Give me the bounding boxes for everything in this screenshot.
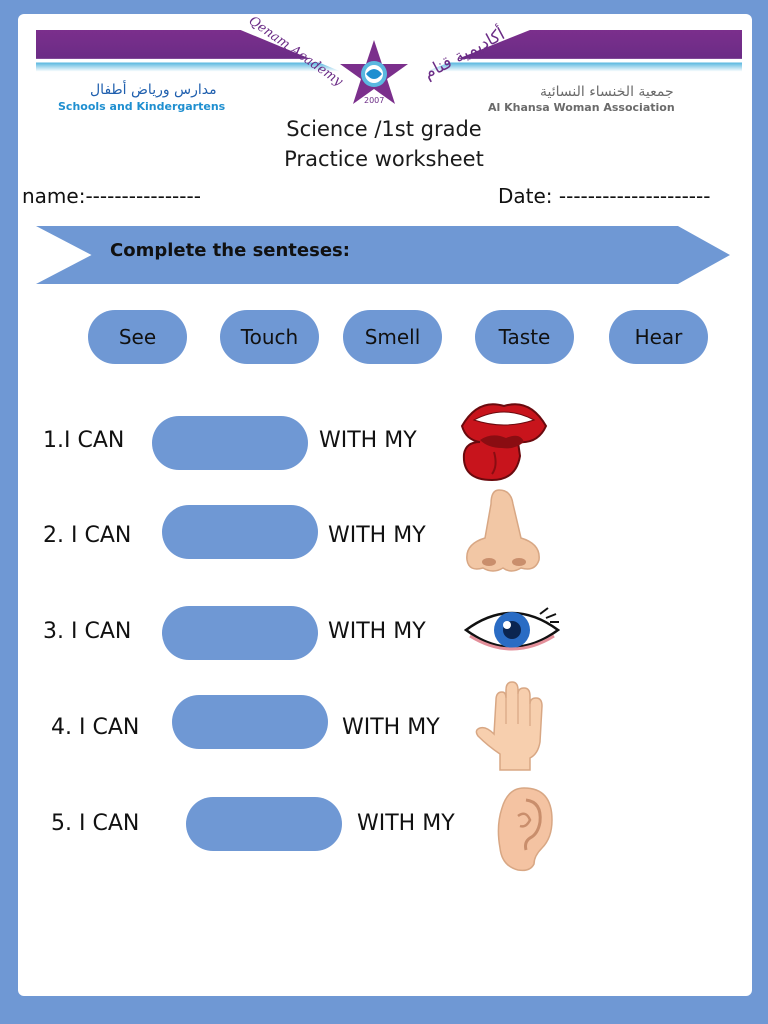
sentence-3-answer-blank[interactable] xyxy=(162,606,318,660)
worksheet-title: Practice worksheet xyxy=(284,147,484,171)
sentence-2-prefix: 2. I CAN xyxy=(43,523,132,548)
name-field[interactable]: name:---------------- xyxy=(22,184,201,208)
sentence-2-answer-blank[interactable] xyxy=(162,505,318,559)
sentence-5-suffix: WITH MY xyxy=(357,811,455,836)
instruction-banner xyxy=(36,226,730,284)
hand-icon xyxy=(475,681,543,771)
sentence-1-answer-blank[interactable] xyxy=(152,416,308,470)
word-bank-hear[interactable]: Hear xyxy=(609,310,708,364)
sentence-4-answer-blank[interactable] xyxy=(172,695,328,749)
date-field[interactable]: Date: --------------------- xyxy=(498,184,711,208)
sentence-4-prefix: 4. I CAN xyxy=(51,715,140,740)
association-name-english: Al Khansa Woman Association xyxy=(488,101,675,114)
school-name-english: Schools and Kindergartens xyxy=(58,100,226,113)
sentence-5-answer-blank[interactable] xyxy=(186,797,342,851)
association-name-arabic: جمعية الخنساء النسائية xyxy=(540,84,674,100)
academy-logo xyxy=(340,40,408,104)
sentence-1-suffix: WITH MY xyxy=(319,428,417,453)
ear-icon xyxy=(497,787,553,872)
sentence-1-prefix: 1.I CAN xyxy=(43,428,125,453)
eye-icon xyxy=(464,607,560,651)
sentence-2-suffix: WITH MY xyxy=(328,523,426,548)
sentence-3-prefix: 3. I CAN xyxy=(43,619,132,644)
worksheet-page xyxy=(18,14,752,996)
word-bank-smell[interactable]: Smell xyxy=(343,310,442,364)
worksheet-subject: Science /1st grade xyxy=(286,117,482,141)
sentence-5-prefix: 5. I CAN xyxy=(51,811,140,836)
logo-year: 2007 xyxy=(364,96,385,105)
nose-icon xyxy=(466,489,540,572)
instruction-text: Complete the senteses: xyxy=(110,240,350,261)
word-bank-see[interactable]: See xyxy=(88,310,187,364)
sentence-3-suffix: WITH MY xyxy=(328,619,426,644)
word-bank-touch[interactable]: Touch xyxy=(220,310,319,364)
word-bank-taste[interactable]: Taste xyxy=(475,310,574,364)
school-name-arabic: مدارس ورياض أطفال xyxy=(90,82,217,98)
sentence-4-suffix: WITH MY xyxy=(342,715,440,740)
tongue-icon xyxy=(460,403,548,482)
